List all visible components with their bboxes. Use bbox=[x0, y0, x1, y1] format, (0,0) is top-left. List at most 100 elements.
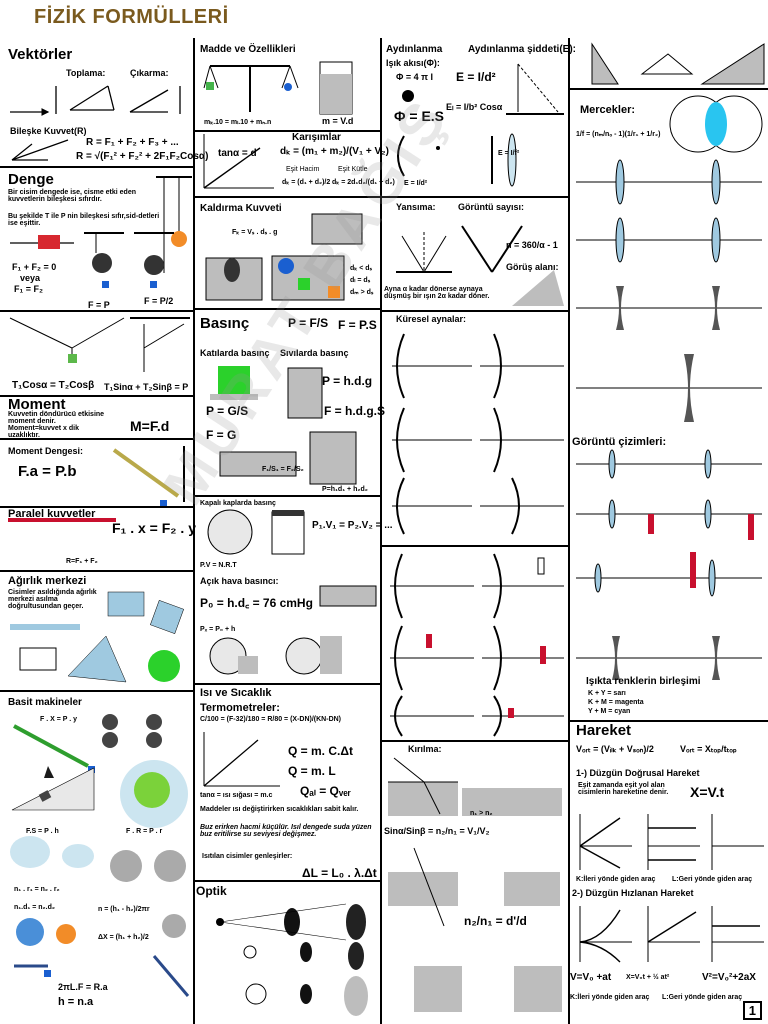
formula-basit-6: h = n.a bbox=[58, 996, 94, 1008]
section-heading-mercekler: Mercekler: bbox=[580, 104, 636, 116]
divider bbox=[193, 880, 380, 882]
formula-denge-2: F₁ = F₂ bbox=[14, 284, 43, 294]
label-toplama: Toplama: bbox=[66, 68, 106, 78]
formula-basinc-1: P = F/S bbox=[288, 316, 329, 330]
section-heading-paralel: Paralel kuvvetler bbox=[8, 508, 96, 520]
formula-mercek-1: 1/f = (nₘ/nₒ - 1)(1/r₁ + 1/r₂) bbox=[576, 131, 661, 138]
divider bbox=[380, 196, 568, 198]
formula-kaldirma-4: dₘ > dₛ bbox=[350, 289, 374, 296]
formula-hareket-1: Vₒᵣₜ = (Vᵢₗₖ + Vₛₒₙ)/2 bbox=[576, 744, 654, 754]
formula-kaldirma-2: dₖ < dₛ bbox=[350, 265, 373, 272]
lens-shape-diagram bbox=[669, 95, 763, 153]
section-heading-moment: Moment bbox=[8, 396, 66, 413]
formula-kirilma-3: n₂/n₁ = d'/d bbox=[464, 914, 527, 928]
text-hareket-ileri: K:İleri yönde giden araç bbox=[576, 876, 656, 883]
formula-gaz-1: P₁.V₁ = P₂.V₂ = ... bbox=[312, 520, 393, 531]
formula-denge-4: F = P/2 bbox=[144, 296, 174, 306]
label-moment-dengesi: Moment Dengesi: bbox=[8, 446, 84, 456]
section-heading-kirilma: Kırılma: bbox=[408, 744, 442, 754]
buoyancy-diagram bbox=[205, 213, 363, 301]
divider bbox=[568, 720, 768, 722]
section-heading-goruntu: Görüntü çizimleri: bbox=[572, 436, 667, 448]
formula-ayd-3: Eₗ = I/b² Cosα bbox=[446, 102, 503, 112]
column-divider-1 bbox=[193, 38, 195, 1024]
label-esit-kutle: Eşit Kütle bbox=[338, 166, 368, 173]
section-heading-basinc: Basınç bbox=[200, 315, 250, 332]
formula-karisim-3: dₖ = (d₁ + d₂)/2 bbox=[282, 179, 331, 186]
formula-kirilma-2: n₁ > n₂ bbox=[470, 810, 493, 817]
refraction-diagrams bbox=[388, 757, 562, 1012]
resultant-diagram bbox=[11, 139, 69, 161]
moment-lever-diagram bbox=[112, 446, 185, 506]
divider bbox=[568, 88, 768, 90]
image-formation-diagrams bbox=[576, 449, 762, 680]
formula-isi-2: Q = m. C.Δt bbox=[288, 744, 353, 758]
formula-isi-3: Q = m. L bbox=[288, 764, 336, 778]
paralel-bar bbox=[8, 518, 116, 522]
text-veya: veya bbox=[20, 273, 41, 283]
formula-bileske-1: R = F₁ + F₂ + F₃ + ... bbox=[86, 137, 179, 148]
formula-karisim-2: tanα = d bbox=[218, 148, 257, 159]
page-number: 1 bbox=[742, 1001, 762, 1020]
label-termometreler: Termometreler: bbox=[200, 702, 280, 714]
motion-graphs-2 bbox=[579, 906, 764, 963]
formula-paralel-2: R=F₁ + F₂ bbox=[66, 558, 98, 565]
formula-moment-dengesi: F.a = P.b bbox=[18, 463, 77, 480]
divider bbox=[0, 438, 193, 440]
divider bbox=[380, 740, 568, 742]
formula-basinc-8: P=h₁d₁ + h₂d₂ bbox=[322, 486, 368, 493]
section-heading-hareket: Hareket bbox=[576, 722, 632, 739]
reflection-diagrams bbox=[396, 225, 564, 306]
formula-isi-4: Qₐₗ = Qᵥₑᵣ bbox=[300, 784, 351, 798]
label-duzgun-dogrusal: 1-) Düzgün Doğrusal Hareket bbox=[576, 768, 700, 778]
formula-lami-2: T₁Sinα + T₂Sinβ = P bbox=[104, 382, 189, 392]
text-yansima: Ayna α kadar dönerse aynaya düşmüş bir ı… bbox=[384, 286, 490, 300]
formula-ayd-4: Φ = E.S bbox=[394, 108, 445, 124]
shadow-diagrams bbox=[216, 903, 368, 1016]
formula-basit-7: n = (h₁ - h₂)/2πr bbox=[98, 906, 150, 913]
column-divider-3 bbox=[568, 38, 570, 1024]
formula-bileske-2: R = √(F₁² + F₂² + 2F₁F₂Cosα) bbox=[76, 151, 209, 162]
label-acik-hava: Açık hava basıncı: bbox=[200, 576, 279, 586]
heat-graph bbox=[203, 732, 280, 787]
illumination-diagrams bbox=[397, 63, 564, 187]
divider bbox=[193, 495, 380, 497]
divider bbox=[193, 196, 380, 198]
formula-madde-2: mₖ.10 = mₗ.10 + mₙ.n bbox=[204, 119, 272, 126]
density-graph bbox=[203, 134, 274, 189]
divider bbox=[0, 506, 193, 508]
formula-hareket-2: Vₒᵣₜ = Xₜₒₚ/tₜₒₚ bbox=[680, 744, 737, 754]
section-heading-optik: Optik bbox=[196, 884, 227, 898]
formula-gaz-4: Pₓ = P₀ + h bbox=[200, 626, 236, 633]
section-heading-madde: Madde ve Özellikleri bbox=[200, 44, 296, 55]
formula-basit-4: n₁.d₁ = n₂.d₂ bbox=[14, 904, 55, 911]
formula-basit-5: 2πL.F = R.a bbox=[58, 982, 108, 992]
vector-addition-diagram bbox=[10, 85, 181, 116]
pressure-diagrams bbox=[210, 366, 357, 485]
formula-ayd-5: E = I/f² bbox=[498, 150, 520, 157]
text-isi-2: Buz erirken hacmi küçülür. Isıl dengede … bbox=[200, 824, 372, 838]
label-goruntu-sayisi: Görüntü sayısı: bbox=[458, 202, 525, 212]
divider bbox=[380, 545, 568, 547]
text-renk-2: K + M = magenta bbox=[588, 699, 644, 706]
text-denge-2: Bu şekilde T ile P nin bileşkesi sıfır,s… bbox=[8, 213, 160, 227]
formula-hareket-5: X=V₀t + ½ at² bbox=[626, 974, 670, 981]
text-isi-1: Maddeler ısı değiştirirken sıcaklıkları … bbox=[200, 806, 359, 813]
text-renk-1: K + Y = sarı bbox=[588, 690, 626, 697]
text-agirlik: Cisimler asıldığında ağırlık merkezi ası… bbox=[8, 589, 97, 610]
text-renk-3: Y + M = cyan bbox=[588, 708, 631, 715]
gas-pressure-diagrams bbox=[207, 509, 377, 675]
divider bbox=[193, 130, 380, 132]
label-duzgun-hizlanan: 2-) Düzgün Hızlanan Hareket bbox=[572, 888, 694, 898]
label-isik-akisi: Işık akısı(Φ): bbox=[386, 58, 440, 68]
page-title: FİZİK FORMÜLLERİ bbox=[34, 6, 229, 28]
lami-diagram bbox=[9, 317, 190, 372]
section-heading-agirlik: Ağırlık merkezi bbox=[8, 575, 87, 587]
formula-hareket-6: V²=V₀²+2aX bbox=[702, 972, 756, 983]
formula-basit-8: ΔX = (h₁ + h₂)/2 bbox=[98, 934, 149, 941]
formula-madde-1: m = V.d bbox=[322, 116, 354, 126]
formula-kaldirma-3: dₗ = dₛ bbox=[350, 277, 371, 284]
formula-kaldirma-1: Fₖ = Vₛ . dₛ . g bbox=[232, 229, 278, 236]
text-isi-3: Isıtılan cisimler genleşirler: bbox=[202, 853, 293, 860]
text-denge-1: Bir cisim dengede ise, cisme etki eden k… bbox=[8, 189, 136, 203]
